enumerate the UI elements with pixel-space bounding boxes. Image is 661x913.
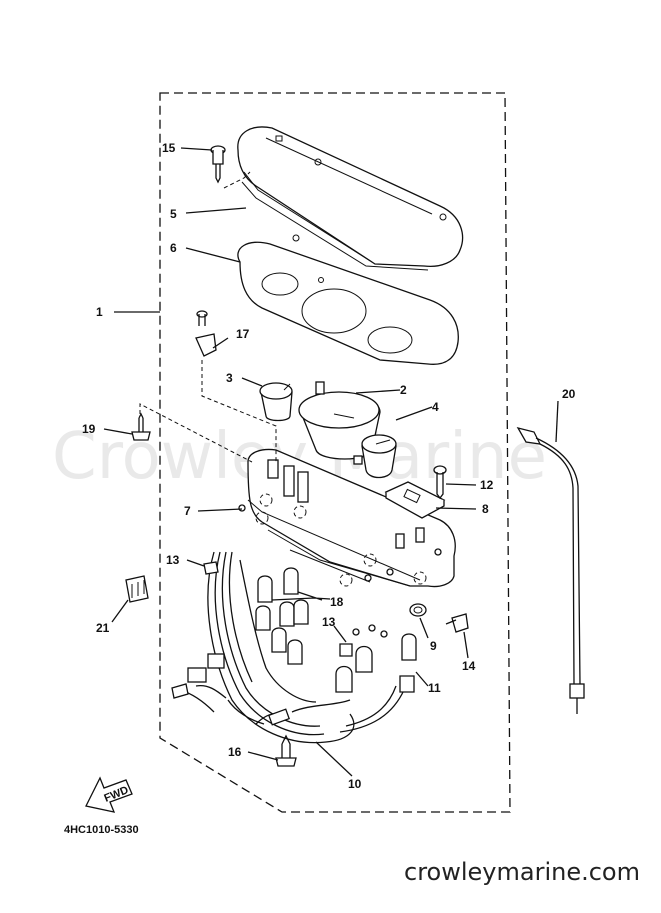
fwd-direction-arrow: FWD: [85, 776, 133, 813]
assembly-boundary: [159, 92, 511, 813]
part-15-screw: [210, 145, 226, 184]
part-10-wiring-harness: [171, 551, 405, 744]
part-18-bulbs: [255, 567, 309, 665]
part-3-small-gauge: [259, 382, 293, 422]
leader-lines: [103, 147, 559, 777]
part-7-meter-housing: [238, 448, 456, 588]
callout-14: 14: [462, 659, 476, 673]
guide-line-17: [201, 360, 277, 462]
part-5-top-cover: [237, 126, 464, 271]
callout-10: 10: [348, 777, 362, 791]
callout-3: 3: [226, 371, 233, 385]
part-11-bulbs: [335, 633, 417, 693]
callout-17: 17: [236, 327, 250, 341]
part-19-screw: [131, 412, 151, 441]
guide-line-19: [139, 403, 253, 463]
callout-1: 1: [96, 305, 103, 319]
part-21-connector: [125, 575, 149, 603]
callout-16: 16: [228, 745, 242, 759]
callout-7: 7: [184, 504, 191, 518]
callout-21: 21: [96, 621, 110, 635]
part-8-plate: [384, 481, 446, 519]
website-label: crowleymarine.com: [404, 858, 640, 886]
part-13-nuts: [203, 561, 388, 657]
part-9-washer: [409, 603, 427, 617]
part-4-small-gauge: [353, 434, 397, 479]
callout-19: 19: [82, 422, 96, 436]
part-2-large-gauge: [298, 381, 381, 460]
guide-line-15: [223, 171, 251, 189]
diagram-code: 4HC1010-5330: [64, 824, 139, 836]
callout-5: 5: [170, 207, 177, 221]
callout-20: 20: [562, 387, 576, 401]
callout-9: 9: [430, 639, 437, 653]
callout-13-left: 13: [166, 553, 180, 567]
callout-11: 11: [428, 681, 441, 695]
part-12-screw: [433, 465, 447, 500]
callout-15: 15: [162, 141, 176, 155]
callout-8: 8: [482, 502, 489, 516]
callout-18: 18: [330, 595, 344, 609]
callout-12: 12: [480, 478, 494, 492]
part-17-clip: [195, 310, 217, 357]
part-20-speedometer-cable: [516, 426, 585, 714]
part-14-screw: [445, 613, 469, 633]
callout-2: 2: [400, 383, 407, 397]
callout-13-right: 13: [322, 615, 336, 629]
part-6-bezel: [237, 241, 459, 365]
part-16-screw: [275, 734, 297, 767]
callout-4: 4: [432, 400, 439, 414]
callout-6: 6: [170, 241, 177, 255]
